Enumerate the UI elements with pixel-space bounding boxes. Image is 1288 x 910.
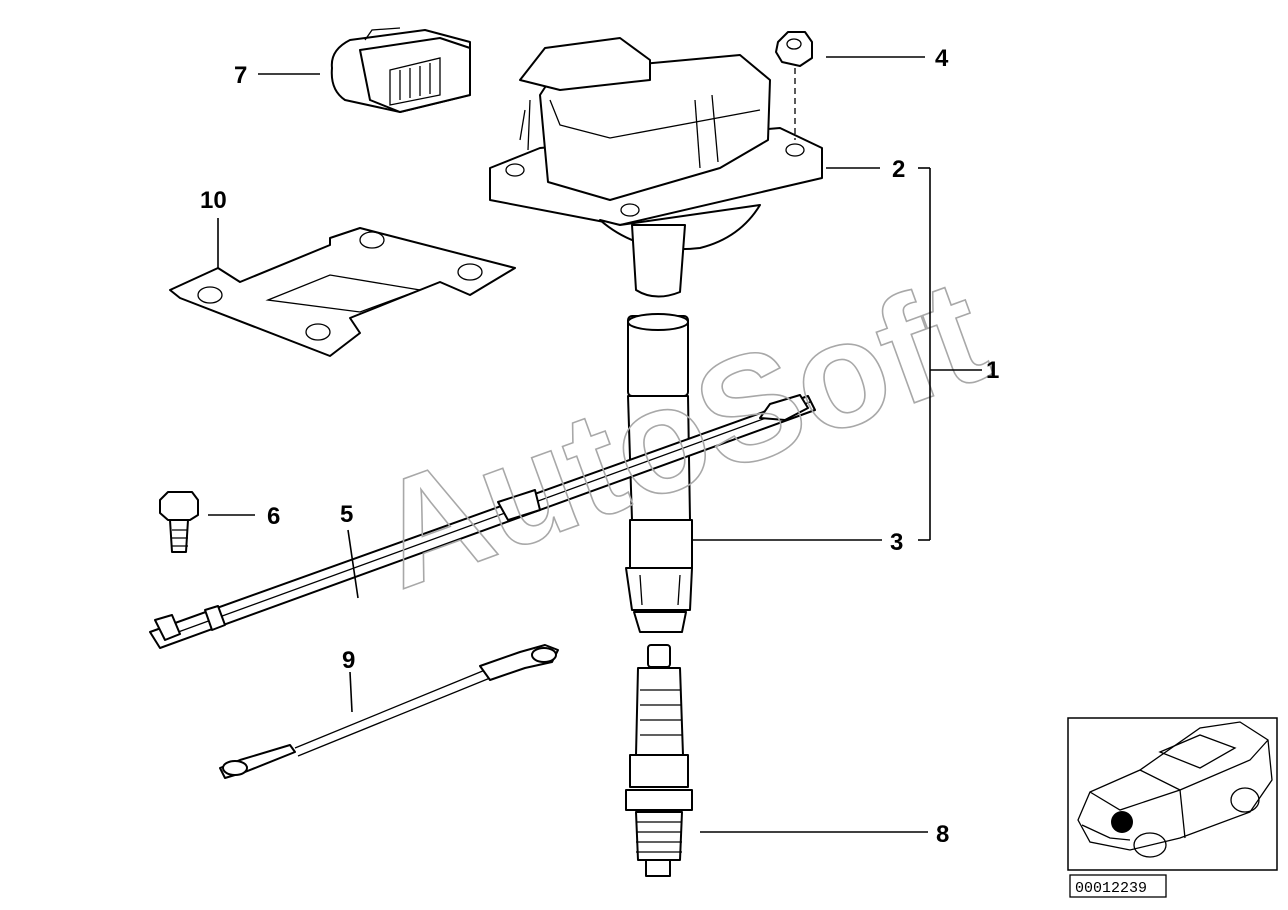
ignition-coil-part <box>489 37 823 298</box>
holder-bar-part <box>149 394 816 649</box>
connector-rod-part <box>625 313 693 633</box>
diagram-id-box: 00012239 <box>1069 874 1167 898</box>
callout-labels: 1 2 3 4 5 6 7 8 9 10 <box>200 45 999 848</box>
leader-lines <box>208 56 982 833</box>
callout-3: 3 <box>890 529 903 556</box>
connector-part <box>330 27 471 113</box>
location-marker-icon <box>1111 811 1133 833</box>
callout-2: 2 <box>892 156 905 183</box>
spark-plug-part <box>625 644 693 877</box>
ground-strap-part <box>219 644 559 779</box>
gasket-part <box>169 227 516 357</box>
callout-6: 6 <box>267 503 280 530</box>
bolt-part <box>159 491 199 553</box>
callout-9: 9 <box>342 647 355 674</box>
callout-7: 7 <box>234 62 247 89</box>
diagram-id: 00012239 <box>1075 880 1147 897</box>
callout-4: 4 <box>935 45 949 72</box>
callout-5: 5 <box>340 501 353 528</box>
callout-8: 8 <box>936 821 949 848</box>
nut-part <box>775 31 813 140</box>
callout-1: 1 <box>986 357 999 384</box>
callout-10: 10 <box>200 187 227 214</box>
car-thumbnail <box>1067 717 1278 871</box>
